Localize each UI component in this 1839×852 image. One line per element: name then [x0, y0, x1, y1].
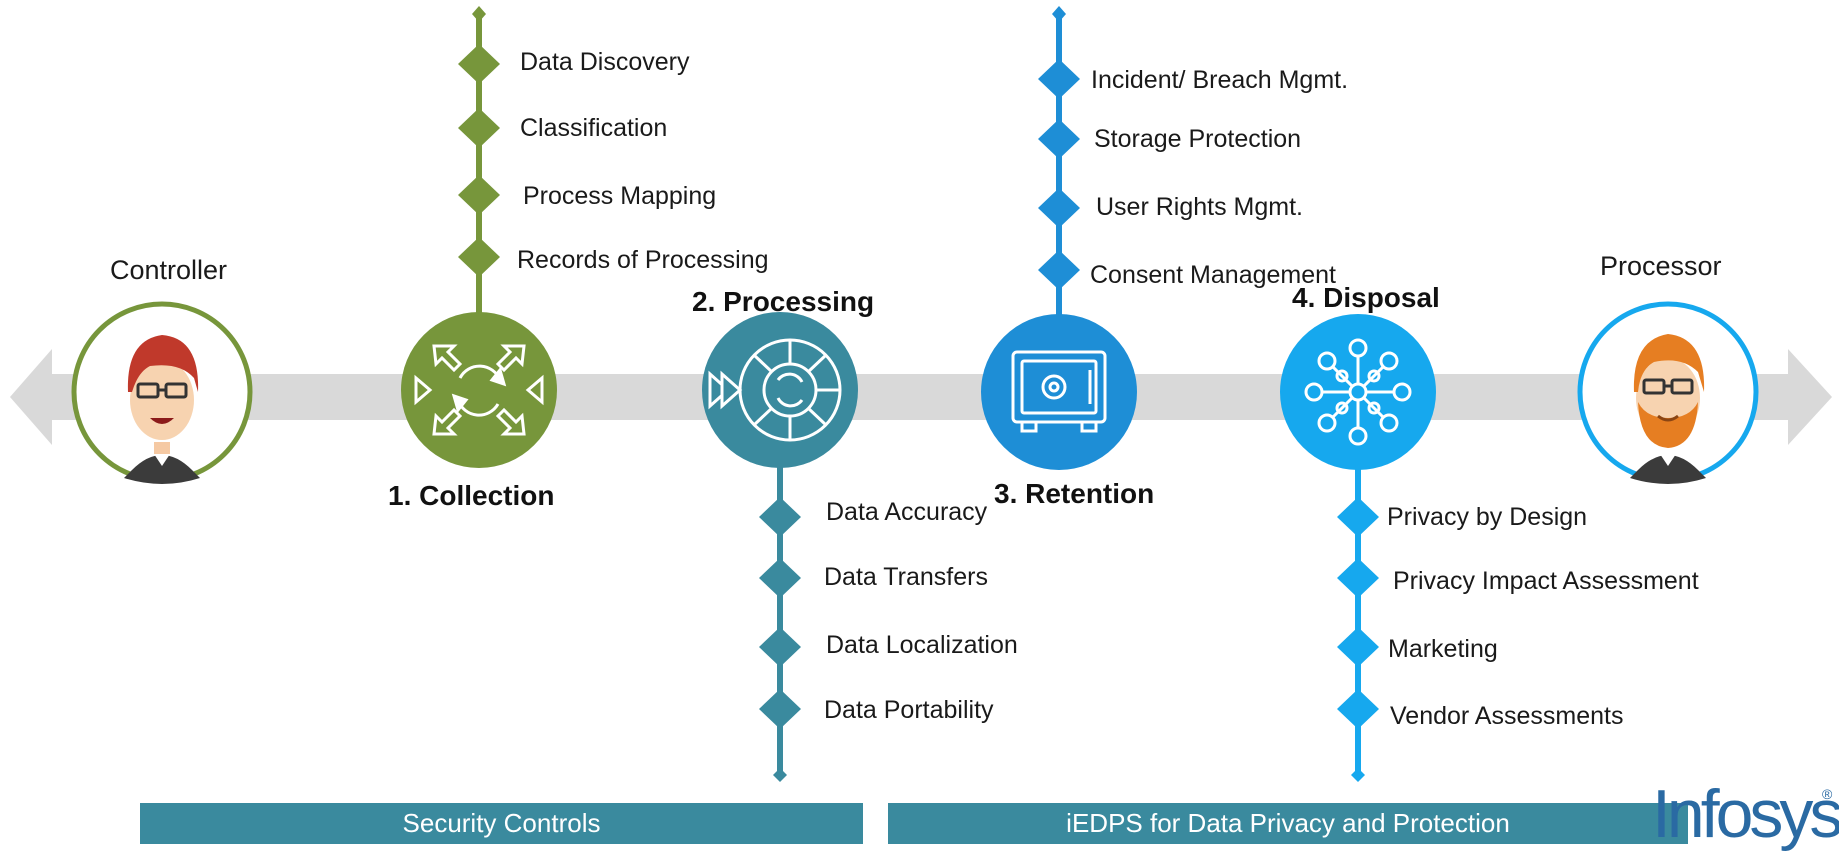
retention-item: Consent Management: [1090, 261, 1336, 289]
infosys-logo: Infosys: [1652, 776, 1839, 852]
bullet-diamond-icon: [1337, 689, 1379, 729]
collection-item: Classification: [520, 114, 668, 142]
retention-stage-icon: [981, 314, 1137, 470]
collection-bullets: [458, 44, 500, 277]
stage-retention-title: 3. Retention: [994, 478, 1155, 509]
security-controls-bar: Security Controls: [140, 803, 863, 844]
bullet-diamond-icon: [1337, 558, 1379, 598]
bullet-diamond-icon: [759, 558, 801, 598]
bullet-diamond-icon: [458, 108, 500, 148]
retention-item: Incident/ Breach Mgmt.: [1091, 66, 1349, 94]
collection-stage-icon: [401, 312, 557, 468]
disposal-item: Privacy by Design: [1387, 503, 1588, 531]
bullet-diamond-icon: [1038, 250, 1080, 290]
collection-item: Data Discovery: [520, 48, 690, 76]
stage-processing-title: 2. Processing: [692, 286, 875, 317]
processor-label: Processor: [1600, 251, 1722, 281]
processing-bullets: [759, 497, 801, 729]
bullet-diamond-icon: [759, 689, 801, 729]
disposal-item: Privacy Impact Assessment: [1393, 567, 1699, 595]
disposal-bullets: [1337, 497, 1379, 729]
processing-stage-icon: [702, 312, 858, 468]
collection-item: Process Mapping: [523, 182, 717, 210]
bullet-diamond-icon: [1337, 497, 1379, 537]
bullet-diamond-icon: [759, 497, 801, 537]
bullet-diamond-icon: [759, 627, 801, 667]
retention-item: Storage Protection: [1094, 125, 1302, 153]
stage-collection-title: 1. Collection: [388, 480, 555, 511]
processing-item: Data Localization: [826, 631, 1018, 659]
processing-item: Data Transfers: [824, 563, 988, 591]
bullet-diamond-icon: [1038, 188, 1080, 228]
bullet-diamond-icon: [458, 44, 500, 84]
disposal-item: Vendor Assessments: [1390, 702, 1624, 730]
iedps-bar: iEDPS for Data Privacy and Protection: [888, 803, 1688, 844]
processing-item: Data Accuracy: [826, 498, 988, 526]
processing-item: Data Portability: [824, 696, 994, 724]
controller-avatar: [71, 301, 253, 484]
disposal-stage-icon: [1280, 314, 1436, 470]
retention-item: User Rights Mgmt.: [1096, 193, 1303, 221]
bullet-diamond-icon: [458, 175, 500, 215]
disposal-item: Marketing: [1388, 635, 1498, 663]
processor-avatar: [1577, 301, 1759, 484]
registered-mark: ®: [1822, 786, 1833, 802]
bullet-diamond-icon: [1038, 119, 1080, 159]
bullet-diamond-icon: [1038, 59, 1080, 99]
collection-item: Records of Processing: [517, 246, 769, 274]
controller-label: Controller: [110, 255, 228, 285]
timeline-arrow: [10, 349, 1832, 445]
retention-bullets: [1038, 59, 1080, 290]
bullet-diamond-icon: [1337, 627, 1379, 667]
stage-disposal-title: 4. Disposal: [1292, 282, 1440, 313]
bullet-diamond-icon: [458, 237, 500, 277]
